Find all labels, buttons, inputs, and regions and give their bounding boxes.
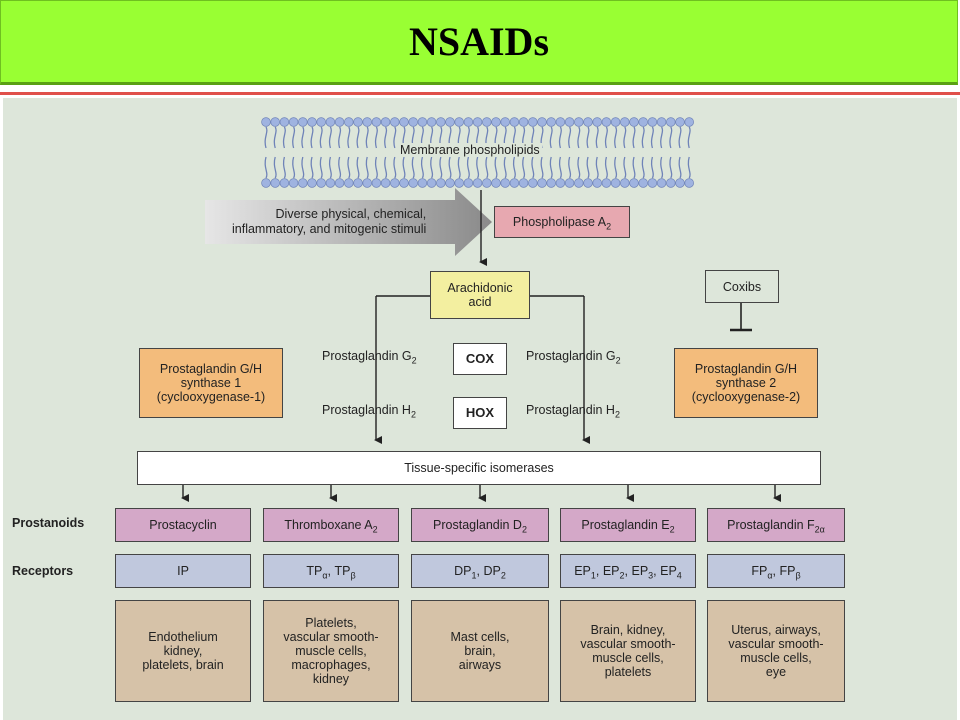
tissue-box: Endothelium kidney, platelets, brain: [115, 600, 251, 702]
stimuli-label: Diverse physical, chemical, inflammatory…: [232, 207, 427, 236]
right-pgh2-label: Prostaglandin H2: [526, 403, 620, 420]
prostanoids-row-label: Prostanoids: [12, 516, 85, 530]
coxibs-box: Coxibs: [705, 270, 779, 303]
receptor-box: TPα, TPβ: [263, 554, 399, 588]
prostanoid-box: Prostacyclin: [115, 508, 251, 542]
title-divider: [0, 92, 960, 95]
receptor-box: FPα, FPβ: [707, 554, 845, 588]
phospholipase-box: Phospholipase A2: [494, 206, 630, 238]
tissue-box: Uterus, airways, vascular smooth- muscle…: [707, 600, 845, 702]
prostanoid-box: Prostaglandin D2: [411, 508, 549, 542]
cox1-box: Prostaglandin G/H synthase 1 (cyclooxyge…: [139, 348, 283, 418]
stimuli-arrow: [205, 188, 492, 256]
prostanoid-box: Prostaglandin E2: [560, 508, 696, 542]
receptor-box: IP: [115, 554, 251, 588]
title-bar: NSAIDs: [0, 0, 958, 85]
hox-box: HOX: [453, 397, 507, 429]
phospholipase-sub: 2: [606, 221, 612, 232]
tissue-box: Brain, kidney, vascular smooth- muscle c…: [560, 600, 696, 702]
receptor-box: DP1, DP2: [411, 554, 549, 588]
membrane-label: Membrane phospholipids: [398, 143, 542, 157]
cox2-box: Prostaglandin G/H synthase 2 (cyclooxyge…: [674, 348, 818, 418]
prostanoid-box: Thromboxane A2: [263, 508, 399, 542]
tissue-box: Mast cells, brain, airways: [411, 600, 549, 702]
isomerases-box: Tissue-specific isomerases: [137, 451, 821, 485]
cox-box: COX: [453, 343, 507, 375]
arachidonic-acid-box: Arachidonic acid: [430, 271, 530, 319]
phospholipase-label: Phospholipase A: [512, 215, 607, 229]
right-pgg2-label: Prostaglandin G2: [526, 349, 621, 366]
left-pgh2-label: Prostaglandin H2: [322, 403, 416, 420]
membrane-bilayer: [261, 117, 694, 188]
receptor-box: EP1, EP2, EP3, EP4: [560, 554, 696, 588]
tissue-box: Platelets, vascular smooth- muscle cells…: [263, 600, 399, 702]
page-title: NSAIDs: [408, 19, 550, 64]
left-pgg2-label: Prostaglandin G2: [322, 349, 417, 366]
prostanoid-box: Prostaglandin F2α: [707, 508, 845, 542]
receptors-row-label: Receptors: [12, 564, 74, 578]
